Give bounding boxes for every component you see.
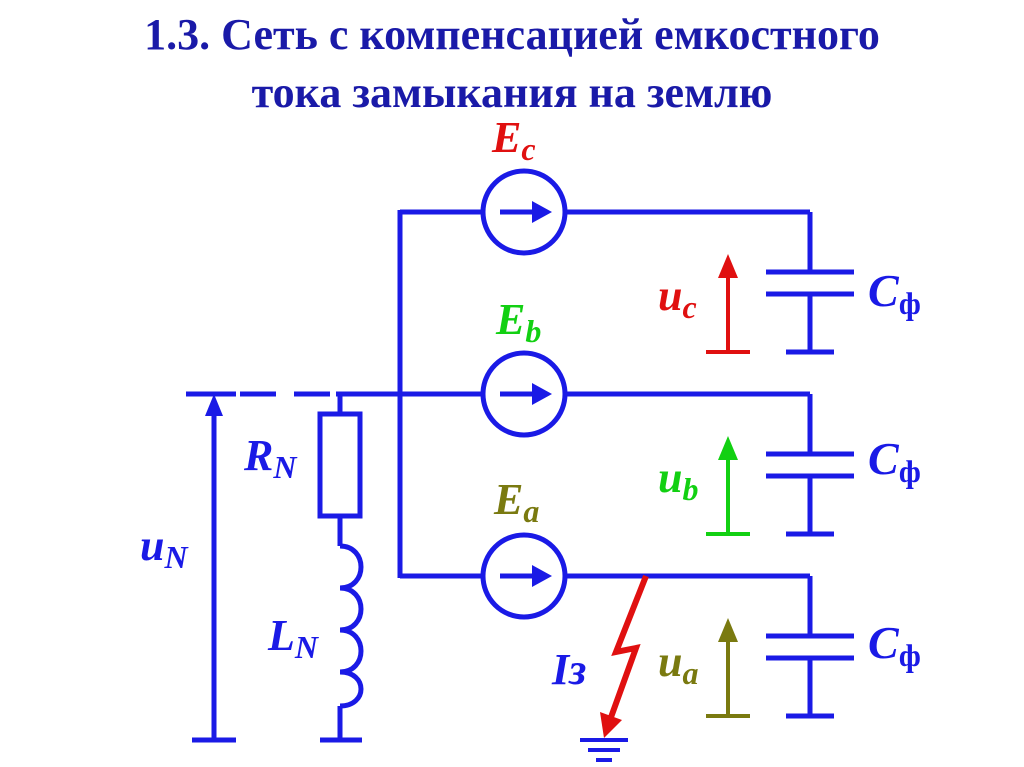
label-ea: Ea: [493, 475, 539, 529]
label-iz: Iз: [551, 645, 586, 694]
label-ub: ub: [658, 453, 698, 507]
uc-arrow: [706, 254, 750, 354]
inductor-ln: [339, 543, 364, 709]
label-rn: RN: [243, 431, 298, 485]
capacitor-c: [766, 269, 854, 355]
label-un: uN: [140, 521, 189, 575]
un-arrow-icon: [205, 394, 223, 416]
arrow-right-icon: [500, 565, 552, 587]
label-ec: Ec: [491, 113, 536, 167]
label-ln: LN: [267, 611, 320, 665]
label-cf-a: Cф: [868, 617, 921, 673]
label-cf-c: Cф: [868, 265, 921, 321]
label-ua: ua: [658, 637, 698, 691]
label-eb: Eb: [495, 295, 541, 349]
arrow-right-icon: [500, 383, 552, 405]
title-line-2: тока замыкания на землю: [251, 68, 773, 117]
fault-lightning: [600, 574, 649, 738]
ua-arrow: [706, 618, 750, 718]
capacitor-a: [766, 633, 854, 719]
arrow-right-icon: [500, 201, 552, 223]
label-cf-b: Cф: [868, 433, 921, 489]
page-title: 1.3. Сеть с компенсацией емкостного тока…: [0, 6, 1024, 122]
title-line-1: 1.3. Сеть с компенсацией емкостного: [144, 10, 880, 59]
ground-icon: [580, 738, 628, 762]
ub-arrow: [706, 436, 750, 536]
capacitor-b: [766, 451, 854, 537]
label-uc: uc: [658, 271, 697, 325]
resistor-rn: [317, 411, 363, 519]
